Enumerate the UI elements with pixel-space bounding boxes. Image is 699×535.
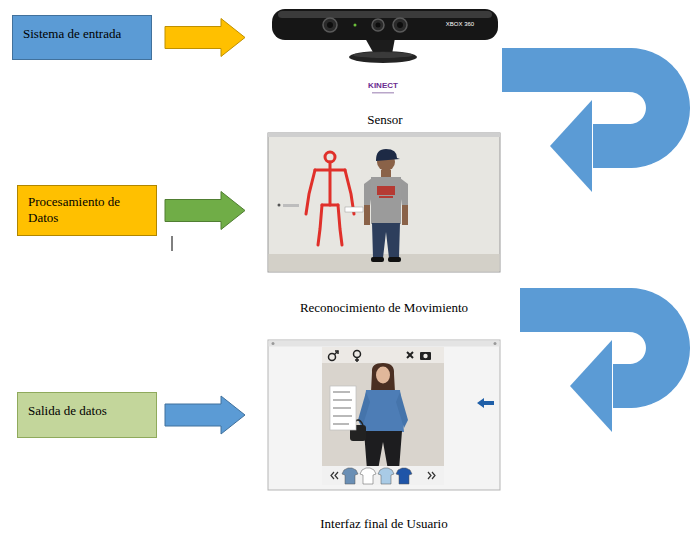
thumbnail-bar [322,466,444,485]
image-caption: Interfaz final de Usuario [320,516,447,532]
image-caption: Sensor [367,112,402,128]
pointer-arrow [477,398,494,408]
arrow-head [570,340,612,432]
block-arrow [165,19,245,57]
block-arrow [165,192,245,230]
skeleton-figure [306,152,354,245]
image-caption: Reconocimiento de Movimiento [300,300,468,316]
recognition-frame: Reconocimiento de Movimiento [268,133,500,272]
u-turn-arrow [502,70,668,192]
gender-icons [329,351,414,363]
box-label: Sistema de entrada [23,26,121,42]
kinect-picture [270,5,500,100]
u-turn-arrow [520,310,668,432]
interface-picture [268,340,500,490]
arrow-head [550,100,592,192]
arrow-shape [165,19,245,57]
caption-holder: Sensor [200,110,570,128]
console-logo: XBOX 360 [440,21,480,28]
side-menu [330,386,356,430]
arrow-shape [165,192,245,230]
cursor-mark [172,236,173,251]
box-label: Salida de datos [28,403,107,419]
camera-icon [420,352,431,360]
input-box: Sistema de entrada [12,15,152,60]
model-figure [350,363,408,473]
processing-box: Procesamiento de Datos [17,185,157,236]
brand-logo: KINECT [353,82,413,91]
arrow-shape [165,396,245,434]
block-arrow [165,396,245,434]
interface-frame: Interfaz final de Usuario [268,340,500,490]
box-label: Procesamiento de Datos [28,194,140,227]
recognition-picture [268,133,500,272]
shirt-thumbnails [342,468,412,484]
caption-holder: Interfaz final de Usuario [198,514,570,532]
caption-holder: Reconocimiento de Movimiento [198,298,570,316]
output-box: Salida de datos [17,392,157,438]
person-figure [364,149,408,262]
